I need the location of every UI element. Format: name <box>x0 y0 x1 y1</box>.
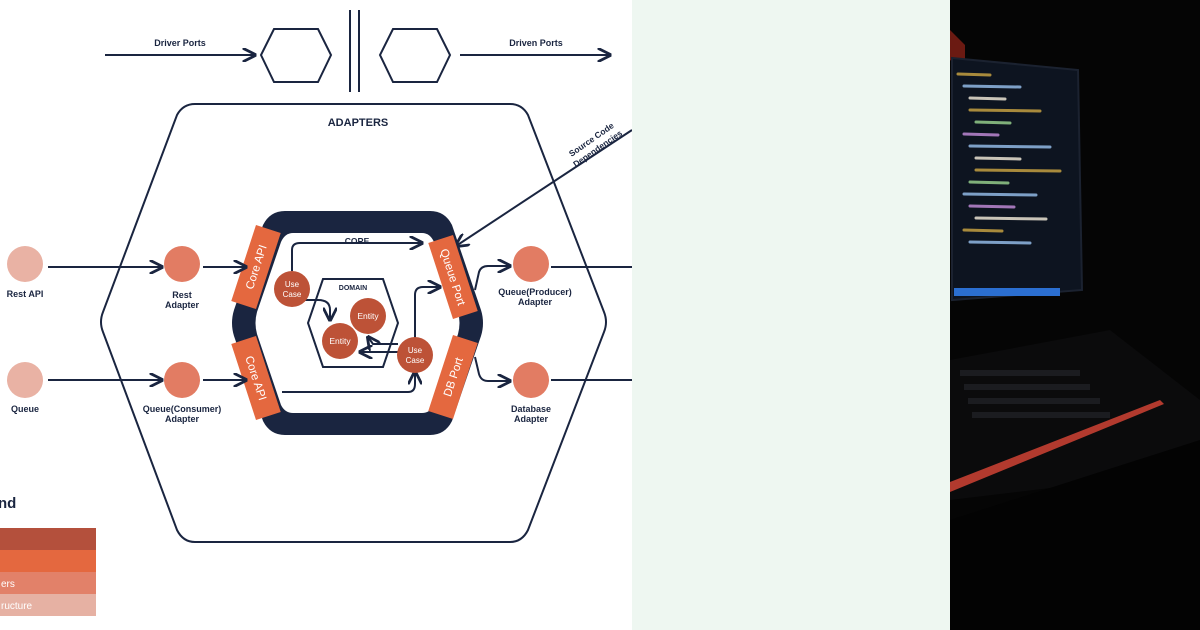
use-case-bottom: Use Case <box>397 337 433 373</box>
legend-swatch-3 <box>0 572 96 594</box>
legend-title: nd <box>0 495 16 512</box>
source-code-dependencies-arrow <box>456 129 632 246</box>
svg-text:Queue(Producer): Queue(Producer) <box>498 287 572 297</box>
queue-producer-adapter: Queue(Producer) Adapter <box>498 246 572 307</box>
use-case-top: Use Case <box>274 271 310 307</box>
legend-swatch-2 <box>0 550 96 572</box>
use-case-to-queue-arrow <box>414 287 440 340</box>
svg-text:Rest: Rest <box>172 290 192 300</box>
use-case-to-entity-arrow <box>300 299 330 320</box>
queue-port-to-producer-arrow <box>474 266 510 291</box>
driver-port-hexagon <box>259 28 333 83</box>
architecture-diagram-panel: Driver Ports Driven Ports ADAPTERS Sourc… <box>0 10 632 616</box>
rest-adapter: Rest Adapter <box>164 246 200 310</box>
svg-text:Adapter: Adapter <box>514 414 549 424</box>
driven-port-hexagon <box>378 28 452 83</box>
entity-top: Entity <box>350 298 386 334</box>
domain-hexagon <box>306 278 400 368</box>
hexagonal-architecture-diagram: Driver Ports Driven Ports ADAPTERS Sourc… <box>0 10 632 616</box>
core-api-to-use-case-arrow <box>282 372 415 393</box>
legend-swatch-4 <box>0 594 96 616</box>
domain-title: DOMAIN <box>339 285 367 292</box>
queue-consumer-adapter: Queue(Consumer) Adapter <box>143 362 222 424</box>
laptop-photo <box>950 0 1200 630</box>
database-adapter: Database Adapter <box>511 362 551 424</box>
use-case-to-entity-top-arrow <box>368 337 398 344</box>
svg-text:Use: Use <box>408 346 423 355</box>
core-api-top-port: Core API <box>231 224 281 310</box>
svg-text:Adapter: Adapter <box>165 414 200 424</box>
adapters-title: ADAPTERS <box>328 117 389 129</box>
laptop-photo-illustration <box>950 0 1200 630</box>
svg-text:Queue(Consumer): Queue(Consumer) <box>143 404 222 414</box>
svg-text:Entity: Entity <box>329 336 351 346</box>
queue-circle <box>7 362 43 398</box>
legend-label-4: ructure <box>1 601 33 612</box>
db-port: DB Port <box>428 334 478 420</box>
rest-api-label: Rest API <box>7 289 44 299</box>
svg-text:Case: Case <box>283 290 302 299</box>
use-case-to-queue-port-arrow <box>291 243 422 271</box>
legend-label-3: ers <box>1 579 15 590</box>
svg-text:Adapter: Adapter <box>165 300 200 310</box>
svg-text:Adapter: Adapter <box>518 297 553 307</box>
driver-ports-label: Driver Ports <box>154 38 206 48</box>
rest-api-circle <box>7 246 43 282</box>
svg-text:Database: Database <box>511 404 551 414</box>
db-port-to-database-arrow <box>474 356 510 381</box>
entity-bottom: Entity <box>322 323 358 359</box>
svg-text:Entity: Entity <box>357 311 379 321</box>
svg-text:Use: Use <box>285 280 300 289</box>
blank-mint-panel <box>632 0 950 630</box>
adapters-hexagon <box>100 103 607 543</box>
source-code-dependencies-label: Source Code Dependencies <box>567 120 624 169</box>
svg-text:Case: Case <box>406 356 425 365</box>
core-title: CORE <box>345 236 370 246</box>
driven-ports-label: Driven Ports <box>509 38 563 48</box>
queue-label: Queue <box>11 404 39 414</box>
legend-swatch-1 <box>0 528 96 550</box>
